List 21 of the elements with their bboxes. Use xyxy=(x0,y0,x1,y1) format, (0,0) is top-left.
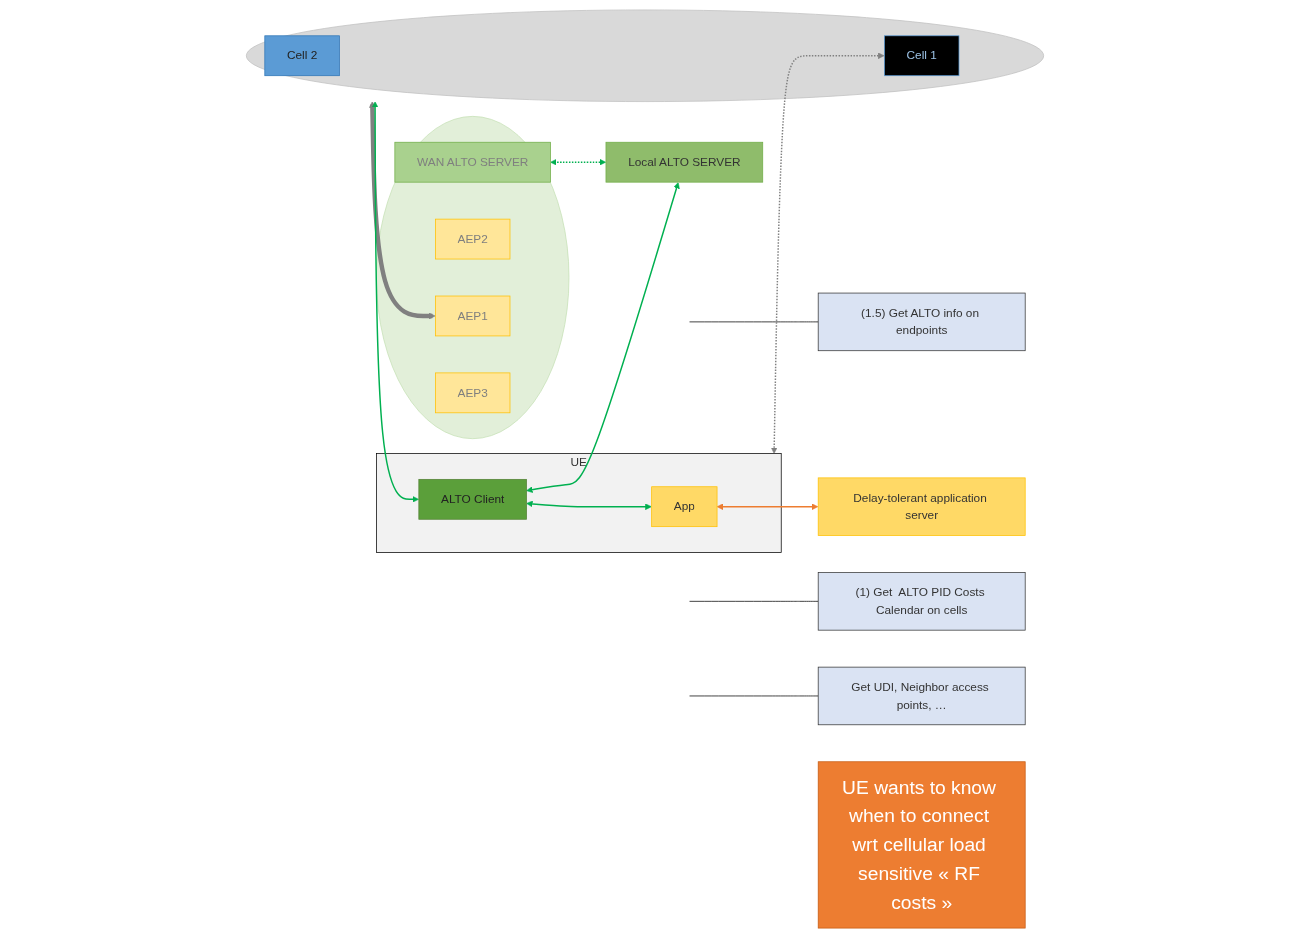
arrow xyxy=(368,101,435,320)
node-box: Get UDI, Neighbor access points, … xyxy=(817,666,1026,726)
arrow xyxy=(770,52,884,454)
node-box: AEP2 xyxy=(434,218,510,260)
arrow xyxy=(549,158,606,166)
node-box: App xyxy=(650,486,717,528)
node-box: Local ALTO SERVER xyxy=(605,141,763,183)
arrow xyxy=(716,503,818,510)
node-box: Delay-tolerant application server xyxy=(817,477,1026,536)
node-box: (1) Get ALTO PID Costs Calendar on cells xyxy=(817,572,1026,631)
node-box: Cell 1 xyxy=(883,35,959,77)
arrow xyxy=(525,500,652,510)
node-box: AEP1 xyxy=(434,295,510,337)
node-box: (1.5) Get ALTO info on endpoints xyxy=(817,292,1026,352)
node-box: UE wants to know when to connect wrt cellular load sensitive « RF costs » xyxy=(817,761,1026,929)
node-box: AEP3 xyxy=(434,372,510,414)
arrow xyxy=(371,101,419,503)
node-box: WAN ALTO SERVER xyxy=(394,141,551,183)
arrow xyxy=(525,182,680,493)
node-box: Cell 2 xyxy=(263,35,340,77)
node-box: ALTO Client xyxy=(417,479,527,520)
